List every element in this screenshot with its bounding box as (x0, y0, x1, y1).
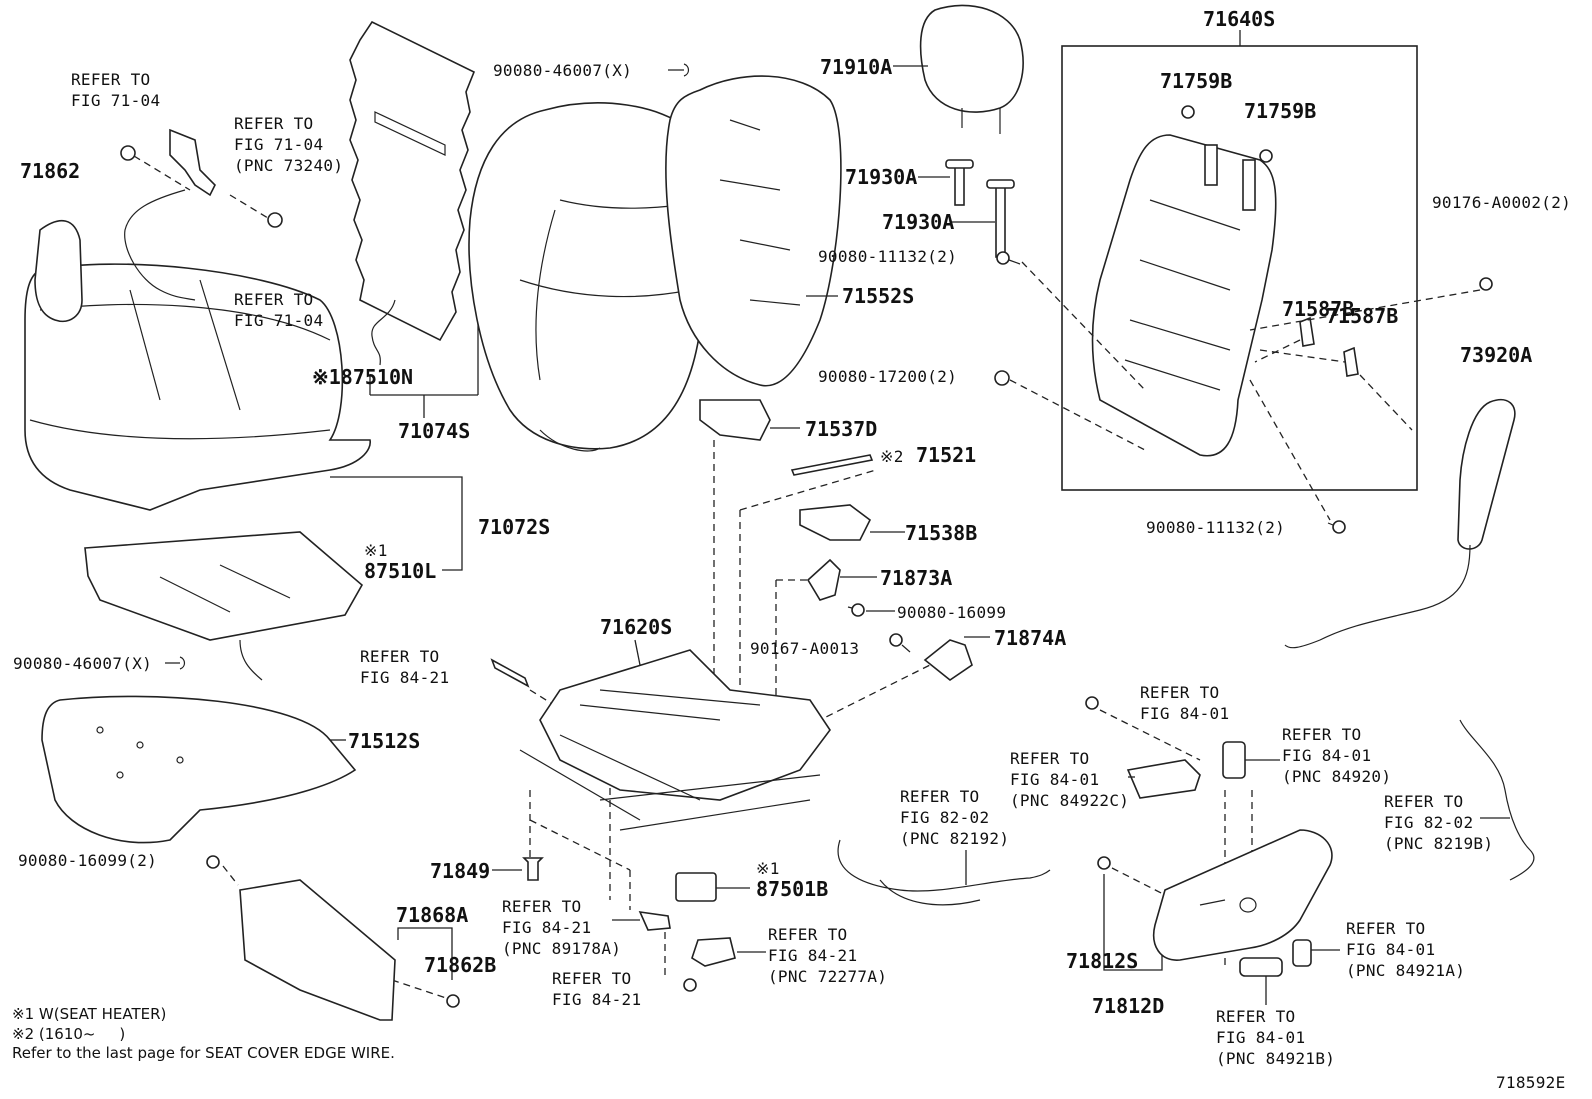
label-71512S: 71512S (348, 729, 421, 753)
seatbelt-buckle (169, 128, 216, 197)
label-87510L: 87510L (364, 559, 437, 583)
reference-fig-82-02-pnc-8219B: REFER TO FIG 82-02 (PNC 8219B) (1384, 792, 1494, 853)
label-71862: 71862 (20, 159, 81, 183)
side-shield (1153, 829, 1333, 961)
label-87501B-mark: ※1 (756, 859, 780, 878)
label-71862B: 71862B (424, 953, 497, 977)
label-71537D: 71537D (805, 417, 878, 441)
headrest-part (919, 4, 1024, 134)
cushion-heater-pad (84, 531, 364, 681)
label-87501B: 87501B (756, 877, 829, 901)
label-90167-A0013: 90167-A0013 (750, 639, 860, 658)
reference-fig-84-01-pnc-84921A: REFER TO FIG 84-01 (PNC 84921A) (1346, 919, 1466, 980)
reference-fig-84-21-a: REFER TO FIG 84-21 (360, 647, 450, 687)
headrest-guide-parts (945, 159, 1015, 258)
reference-fig-71-04-a: REFER TO FIG 71-04 (71, 70, 161, 110)
footnote-date-range: ※2 (1610~ ) (12, 1025, 126, 1043)
reference-fig-84-01-a: REFER TO FIG 84-01 (1140, 683, 1230, 723)
wire-harness (837, 839, 1051, 906)
label-71873A: 71873A (880, 566, 953, 590)
footnote-edge-wire: Refer to the last page for SEAT COVER ED… (12, 1044, 395, 1062)
reference-fig-84-21-pnc-89178A: REFER TO FIG 84-21 (PNC 89178A) (502, 897, 622, 958)
label-87510L-mark: ※1 (364, 541, 388, 560)
footnote-seat-heater: ※1 W(SEAT HEATER) (12, 1005, 167, 1023)
label-71587B-b: 71587B (1326, 304, 1399, 328)
label-71930A-b: 71930A (882, 210, 955, 234)
seatback-pad (665, 75, 842, 387)
seatback-cover (468, 102, 708, 452)
label-71759B-b: 71759B (1244, 99, 1317, 123)
front-cover-panel (239, 879, 396, 1021)
seatback-heater-pad (349, 20, 476, 366)
label-90080-11132-b: 90080-11132(2) (1146, 518, 1286, 537)
label-90080-46007-mid: 90080-46007(X) (13, 654, 153, 673)
reference-fig-84-21-pnc-72277A: REFER TO FIG 84-21 (PNC 72277A) (768, 925, 888, 986)
bolt-parts (120, 145, 1346, 1008)
label-71521: 71521 (916, 443, 977, 467)
seat-cushion-cover (24, 263, 371, 511)
label-71759B-a: 71759B (1160, 69, 1233, 93)
seatback-frame (1091, 134, 1277, 457)
reference-fig-82-02-pnc-82192: REFER TO FIG 82-02 (PNC 82192) (900, 787, 1010, 848)
label-71930A-a: 71930A (845, 165, 918, 189)
reference-fig-71-04-pnc-73240: REFER TO FIG 71-04 (PNC 73240) (234, 114, 344, 175)
label-71552S: 71552S (842, 284, 915, 308)
side-airbag (1284, 398, 1516, 649)
diagram-id: 718592E (1496, 1073, 1566, 1092)
label-90080-11132-a: 90080-11132(2) (818, 247, 958, 266)
label-71868A: 71868A (396, 903, 469, 927)
label-71620S: 71620S (600, 615, 673, 639)
reference-fig-84-01-pnc-84921B: REFER TO FIG 84-01 (PNC 84921B) (1216, 1007, 1336, 1068)
label-71812S: 71812S (1066, 949, 1139, 973)
label-87510N: ※187510N (312, 365, 414, 389)
label-71849: 71849 (430, 859, 491, 883)
reference-fig-84-21-b: REFER TO FIG 84-21 (552, 969, 642, 1009)
label-71538B: 71538B (905, 521, 978, 545)
label-71074S: 71074S (398, 419, 471, 443)
label-71640S: 71640S (1203, 7, 1276, 31)
label-90080-17200: 90080-17200(2) (818, 367, 958, 386)
seat-cushion-pad (41, 695, 357, 844)
reference-fig-71-04-b: REFER TO FIG 71-04 (234, 290, 324, 330)
heater-controller (675, 872, 717, 902)
seatback-trim-part (34, 219, 83, 322)
reference-fig-84-01-pnc-84920: REFER TO FIG 84-01 (PNC 84920) (1282, 725, 1392, 786)
label-71521-mark: ※2 (880, 447, 904, 466)
label-73920A: 73920A (1460, 343, 1533, 367)
label-90176-A0002: 90176-A0002(2) (1432, 193, 1572, 212)
label-90080-16099-2: 90080-16099(2) (18, 851, 158, 870)
label-71072S: 71072S (478, 515, 551, 539)
seat-adjuster-frame (519, 649, 831, 831)
label-71587B-a: 71587B (1282, 297, 1355, 321)
label-90080-46007-top: 90080-46007(X) (493, 61, 633, 80)
reference-fig-84-01-pnc-84922C: REFER TO FIG 84-01 (PNC 84922C) (1010, 749, 1130, 810)
label-71910A: 71910A (820, 55, 893, 79)
label-71812D: 71812D (1092, 994, 1165, 1018)
label-90080-16099: 90080-16099 (897, 603, 1007, 622)
label-71874A: 71874A (994, 626, 1067, 650)
